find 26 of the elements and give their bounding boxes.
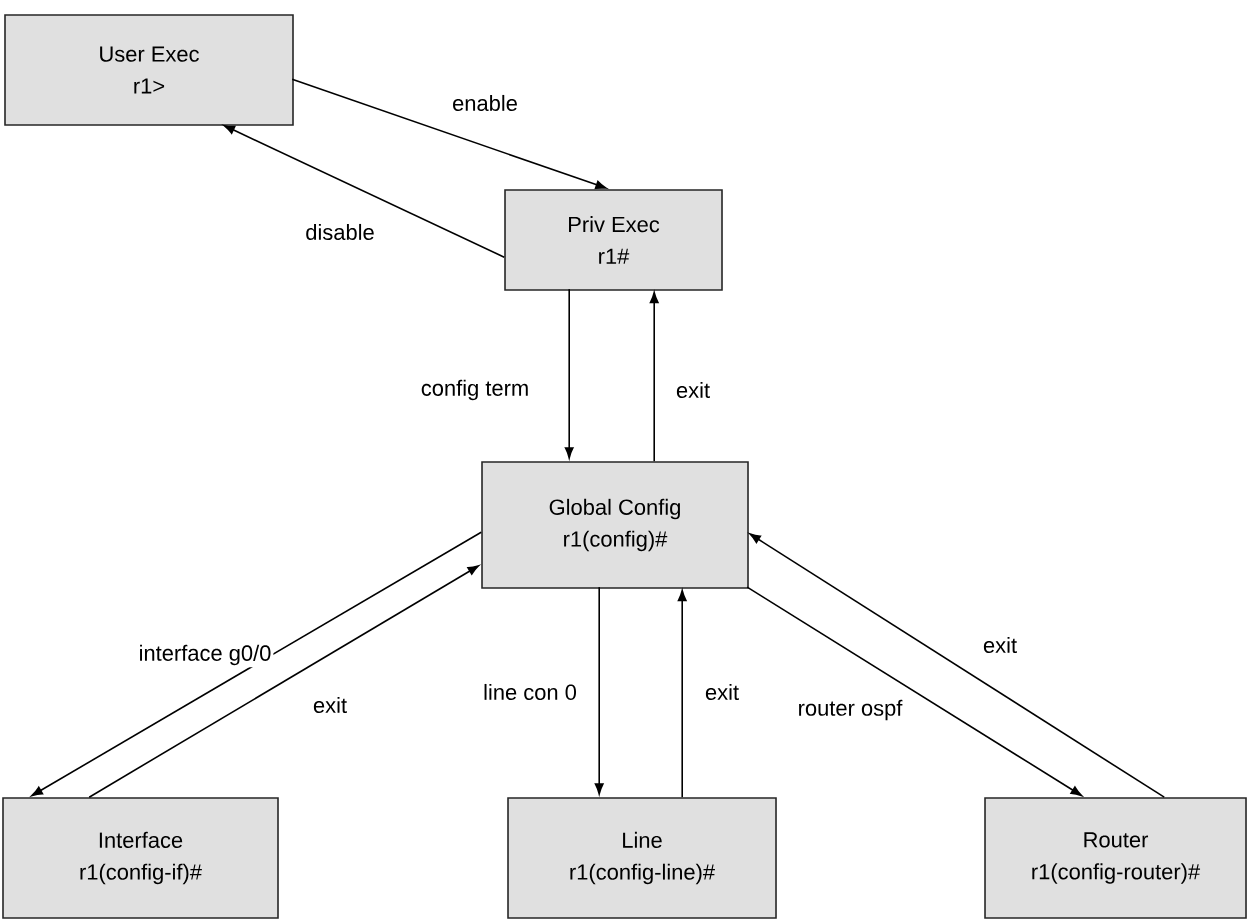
arrow: [677, 589, 687, 798]
mode-box: Interface r1(config-if)#: [2, 797, 279, 919]
edge-label: disable: [303, 221, 377, 243]
arrow: [594, 586, 604, 795]
mode-box: Router r1(config-router)#: [984, 797, 1247, 919]
edge-label: exit: [673, 379, 713, 401]
arrow: [649, 291, 659, 462]
arrow: [746, 586, 1083, 797]
mode-box: Global Config r1(config)#: [481, 461, 749, 589]
arrow: [749, 533, 1165, 798]
edge-label: enable: [450, 92, 520, 114]
edge-label: exit: [702, 681, 742, 703]
mode-box: Priv Exec r1#: [504, 189, 723, 291]
mode-box: User Exec r1>: [4, 14, 294, 126]
arrow: [564, 288, 574, 459]
arrow: [223, 124, 505, 258]
edge-label: interface g0/0: [136, 642, 274, 668]
edge-label: router ospf: [795, 697, 905, 723]
edge-label: exit: [980, 634, 1020, 656]
edge-label: line con 0: [481, 681, 579, 703]
mode-box: Line r1(config-line)#: [507, 797, 777, 919]
edge-label: config term: [418, 377, 532, 403]
edge-label: exit: [310, 694, 350, 716]
arrow: [31, 531, 482, 797]
arrow: [88, 565, 480, 798]
arrow: [291, 78, 607, 190]
